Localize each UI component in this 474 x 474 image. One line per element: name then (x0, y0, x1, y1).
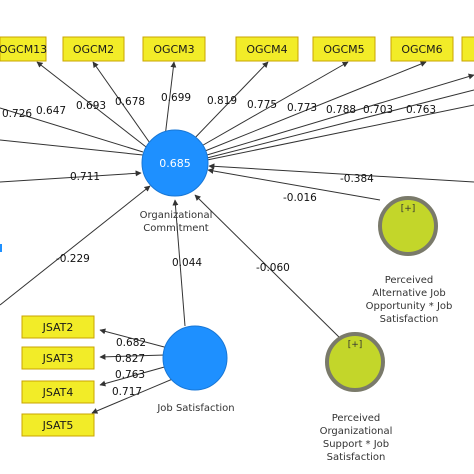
svg-text:JSAT3: JSAT3 (42, 352, 74, 365)
svg-text:JSAT5: JSAT5 (42, 419, 74, 432)
svg-text:JSAT4: JSAT4 (42, 386, 74, 399)
moderator-alt-job-label: Perceived Alternative Job Opportunity * … (366, 275, 453, 325)
moderator-badge: [+] (348, 340, 363, 350)
job-satisfaction-construct[interactable] (162, 325, 228, 391)
indicator-ogcm13[interactable]: OGCM13 (0, 36, 47, 62)
indicator-ogcm5[interactable]: OGCM5 (312, 36, 376, 62)
svg-text:Opportunity * Job: Opportunity * Job (366, 301, 453, 312)
path-coefficient-alt-job: -0.016 (283, 192, 317, 204)
ogcm-loading-arrows (0, 61, 474, 161)
organizational-commitment-label: Organizational (140, 210, 213, 221)
loading-label: 0.717 (112, 386, 142, 398)
svg-text:Satisfaction: Satisfaction (327, 452, 386, 463)
loading-label: 0.693 (76, 100, 106, 112)
indicator-jsat2[interactable]: JSAT2 (21, 315, 95, 339)
loading-label: 0.678 (115, 96, 145, 108)
ogcm-loading-labels: 0.726 0.647 0.693 0.678 0.699 0.819 0.77… (2, 92, 436, 120)
loading-label: 0.682 (116, 337, 146, 349)
svg-text:OGCM2: OGCM2 (73, 43, 114, 56)
organizational-commitment-label-2: Commitment (143, 223, 209, 234)
svg-text:OGCM5: OGCM5 (323, 43, 364, 56)
indicator-jsat4[interactable]: JSAT4 (21, 380, 95, 404)
indicator-ogcm4[interactable]: OGCM4 (235, 36, 299, 62)
indicator-ogcm3[interactable]: OGCM3 (142, 36, 206, 62)
indicator-ogcm6[interactable]: OGCM6 (390, 36, 454, 62)
moderator-alt-job-construct[interactable]: [+] (378, 196, 438, 256)
loading-label: 0.699 (161, 92, 191, 104)
loading-label: 0.726 (2, 108, 32, 120)
moderator-org-support-label: Perceived Organizational Support * Job S… (320, 413, 393, 463)
path-coefficient-left-1: 0.711 (70, 171, 100, 183)
svg-text:OGCM6: OGCM6 (401, 43, 442, 56)
svg-text:Support * Job: Support * Job (323, 439, 389, 450)
loading-label: 0.647 (36, 105, 66, 117)
path-coefficient-left-2: -0.229 (56, 253, 90, 265)
path-coefficient-org-support: -0.060 (256, 262, 290, 274)
svg-text:OGCM3: OGCM3 (153, 43, 194, 56)
svg-text:OGCM4: OGCM4 (246, 43, 287, 56)
indicator-ogcm2[interactable]: OGCM2 (62, 36, 125, 62)
loading-label: 0.827 (115, 353, 145, 365)
path-coefficient-job-satisfaction: 0.044 (172, 257, 202, 269)
svg-text:Alternative Job: Alternative Job (372, 288, 445, 299)
organizational-commitment-construct[interactable]: 0.685 (141, 129, 209, 197)
jsat-loading-arrows (91, 328, 176, 414)
loading-label: 0.775 (247, 99, 277, 111)
loading-label: 0.819 (207, 95, 237, 107)
loading-label: 0.763 (406, 104, 436, 116)
svg-text:OGCM13: OGCM13 (0, 43, 47, 56)
moderator-badge: [+] (401, 204, 416, 214)
svg-text:Perceived: Perceived (385, 275, 434, 286)
loading-label: 0.788 (326, 104, 356, 116)
job-satisfaction-label: Job Satisfaction (156, 403, 234, 414)
indicator-jsat3[interactable]: JSAT3 (21, 346, 95, 370)
svg-text:Satisfaction: Satisfaction (380, 314, 439, 325)
moderator-org-support-construct[interactable]: [+] (325, 332, 385, 392)
jsat-loading-labels: 0.682 0.827 0.763 0.717 (112, 337, 146, 398)
loading-label: 0.773 (287, 102, 317, 114)
r-squared-value: 0.685 (159, 157, 191, 170)
svg-text:JSAT2: JSAT2 (42, 321, 74, 334)
structural-paths (0, 163, 474, 341)
loading-label: 0.703 (363, 104, 393, 116)
indicator-jsat5[interactable]: JSAT5 (21, 413, 95, 437)
path-coefficient-right: -0.384 (340, 173, 374, 185)
svg-text:Perceived: Perceived (332, 413, 381, 424)
svg-text:Organizational: Organizational (320, 426, 393, 437)
indicator-ogcm-partial[interactable] (461, 36, 474, 62)
loading-label: 0.763 (115, 369, 145, 381)
